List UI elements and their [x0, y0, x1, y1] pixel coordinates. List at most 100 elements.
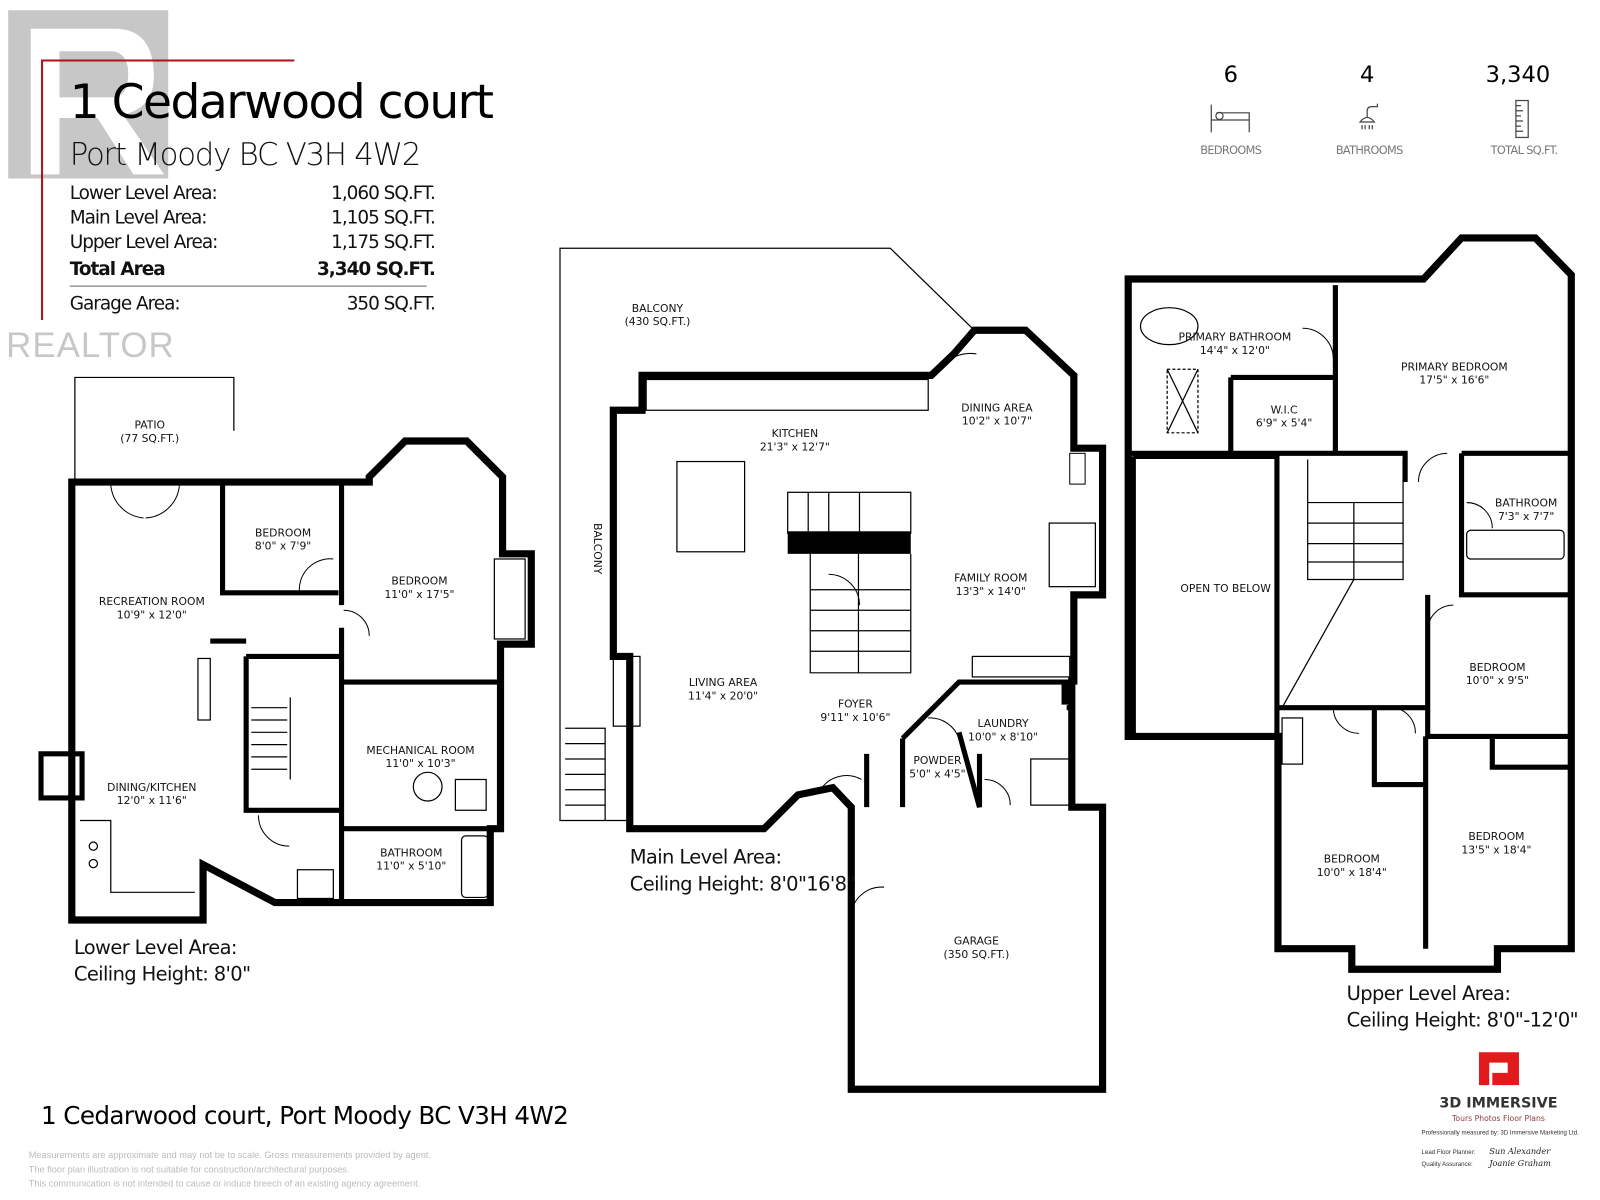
- room-dims: 10'2" x 10'7": [962, 415, 1032, 428]
- footer-address: 1 Cedarwood court, Port Moody BC V3H 4W2: [41, 1101, 568, 1130]
- header: 1 Cedarwood court Port Moody BC V3H 4W2 …: [41, 59, 495, 320]
- room-wic: W.I.C6'9" x 5'4": [1256, 403, 1312, 429]
- room-dims: (77 SQ.FT.): [120, 432, 179, 445]
- room-dims: 10'0" x 9'5": [1466, 674, 1529, 687]
- room-dims: 11'0" x 5'10": [376, 860, 446, 873]
- bathrooms-label: BATHROOMS: [1336, 144, 1403, 157]
- qa-label: Quality Assurance:: [1422, 1161, 1473, 1168]
- garage-area-value: 350 SQ.FT.: [347, 294, 435, 315]
- room-name: BEDROOM: [255, 526, 311, 539]
- room-name: OPEN TO BELOW: [1180, 582, 1271, 595]
- bathrooms-count: 4: [1360, 62, 1374, 88]
- room-name: MECHANICAL ROOM: [366, 744, 474, 757]
- room-dims: 11'4" x 20'0": [688, 689, 758, 702]
- area-value: 1,105 SQ.FT.: [331, 208, 435, 229]
- room-name: LAUNDRY: [978, 717, 1030, 730]
- room-name: KITCHEN: [772, 427, 819, 440]
- room-dims: 9'11" x 10'6": [820, 711, 890, 724]
- room-dims: 14'4" x 12'0": [1200, 344, 1270, 357]
- room-name: DINING AREA: [961, 401, 1033, 414]
- main-level-plan: [559, 247, 1107, 1093]
- upper-level-plan: [1124, 234, 1575, 973]
- total-sqft-label: TOTAL SQ.FT.: [1490, 144, 1558, 157]
- room-name: FOYER: [838, 698, 873, 711]
- credit-text: Professionally measured by: 3D Immersive…: [1422, 1129, 1580, 1136]
- upper-level-ceiling: Ceiling Height: 8'0"-12'0": [1347, 1009, 1578, 1032]
- accent-frame-line: [41, 59, 295, 320]
- room-dims: 13'5" x 18'4": [1461, 843, 1531, 856]
- room-garage: GARAGE(350 SQ.FT.): [944, 935, 1010, 961]
- garage-area-label: Garage Area:: [70, 294, 180, 315]
- bedrooms-label: BEDROOMS: [1200, 144, 1261, 157]
- room-name: BALCONY: [591, 523, 604, 575]
- room-dims: 5'0" x 4'5": [909, 767, 965, 780]
- room-dims: 11'0" x 17'5": [384, 588, 454, 601]
- disclaimer-line: The floor plan illustration is not suita…: [29, 1164, 350, 1174]
- room-name: RECREATION ROOM: [99, 595, 205, 608]
- total-sqft-count: 3,340: [1486, 62, 1551, 88]
- disclaimer-line: This communication is not intended to ca…: [29, 1179, 421, 1189]
- room-dims: 10'9" x 12'0": [117, 608, 187, 621]
- brand-logo-icon: [1478, 1052, 1519, 1086]
- area-label: Main Level Area:: [70, 208, 207, 229]
- lower-level-ceiling: Ceiling Height: 8'0": [74, 963, 251, 986]
- property-subtitle: Port Moody BC V3H 4W2: [70, 137, 420, 173]
- disclaimer-line: Measurements are approximate and may not…: [29, 1150, 431, 1160]
- room-name: LIVING AREA: [689, 676, 758, 689]
- footer: 1 Cedarwood court, Port Moody BC V3H 4W2…: [29, 1101, 569, 1189]
- upper-level-caption: Upper Level Area:: [1347, 982, 1511, 1005]
- level-captions: Lower Level Area: Ceiling Height: 8'0" M…: [74, 846, 1579, 1032]
- lower-level-caption: Lower Level Area:: [74, 936, 237, 959]
- total-area-value: 3,340 SQ.FT.: [317, 259, 435, 280]
- total-area-label: Total Area: [70, 259, 165, 280]
- ruler-icon: [1515, 99, 1529, 139]
- room-patio: PATIO(77 SQ.FT.): [120, 419, 179, 445]
- shower-icon: [1358, 103, 1379, 130]
- room-name: W.I.C: [1271, 403, 1298, 416]
- room-dims: (430 SQ.FT.): [625, 315, 691, 328]
- room-name: PRIMARY BATHROOM: [1179, 331, 1292, 344]
- main-level-caption: Main Level Area:: [630, 846, 782, 869]
- room-dims: 10'0" x 18'4": [1317, 866, 1387, 879]
- room-name: PATIO: [134, 419, 165, 432]
- room-dims: (350 SQ.FT.): [944, 948, 1010, 961]
- room-name: BEDROOM: [391, 575, 447, 588]
- room-open-to-below: OPEN TO BELOW: [1180, 582, 1271, 595]
- qa-signature: Joanie Graham: [1487, 1158, 1551, 1168]
- lead-planner-label: Lead Floor Planner:: [1422, 1149, 1476, 1156]
- lower-level-plan: [38, 376, 535, 924]
- area-label: Upper Level Area:: [70, 232, 218, 253]
- property-title: 1 Cedarwood court: [70, 75, 494, 130]
- brand-tagline: Tours Photos Floor Plans: [1451, 1114, 1545, 1123]
- area-value: 1,175 SQ.FT.: [331, 232, 435, 253]
- room-name: BATHROOM: [1495, 497, 1557, 510]
- room-dims: 11'0" x 10'3": [385, 757, 455, 770]
- room-name: BEDROOM: [1468, 830, 1524, 843]
- room-name: POWDER: [913, 754, 962, 767]
- main-level-ceiling: Ceiling Height: 8'0"16'8": [630, 872, 855, 895]
- room-name: BEDROOM: [1324, 853, 1380, 866]
- bed-icon: [1210, 104, 1250, 133]
- brand-name: 3D IMMERSIVE: [1439, 1096, 1557, 1112]
- area-label: Lower Level Area:: [70, 183, 217, 204]
- realtor-watermark: REALTOR: [6, 10, 174, 365]
- room-dims: 6'9" x 5'4": [1256, 417, 1312, 430]
- room-dims: 7'3" x 7'7": [1498, 510, 1554, 523]
